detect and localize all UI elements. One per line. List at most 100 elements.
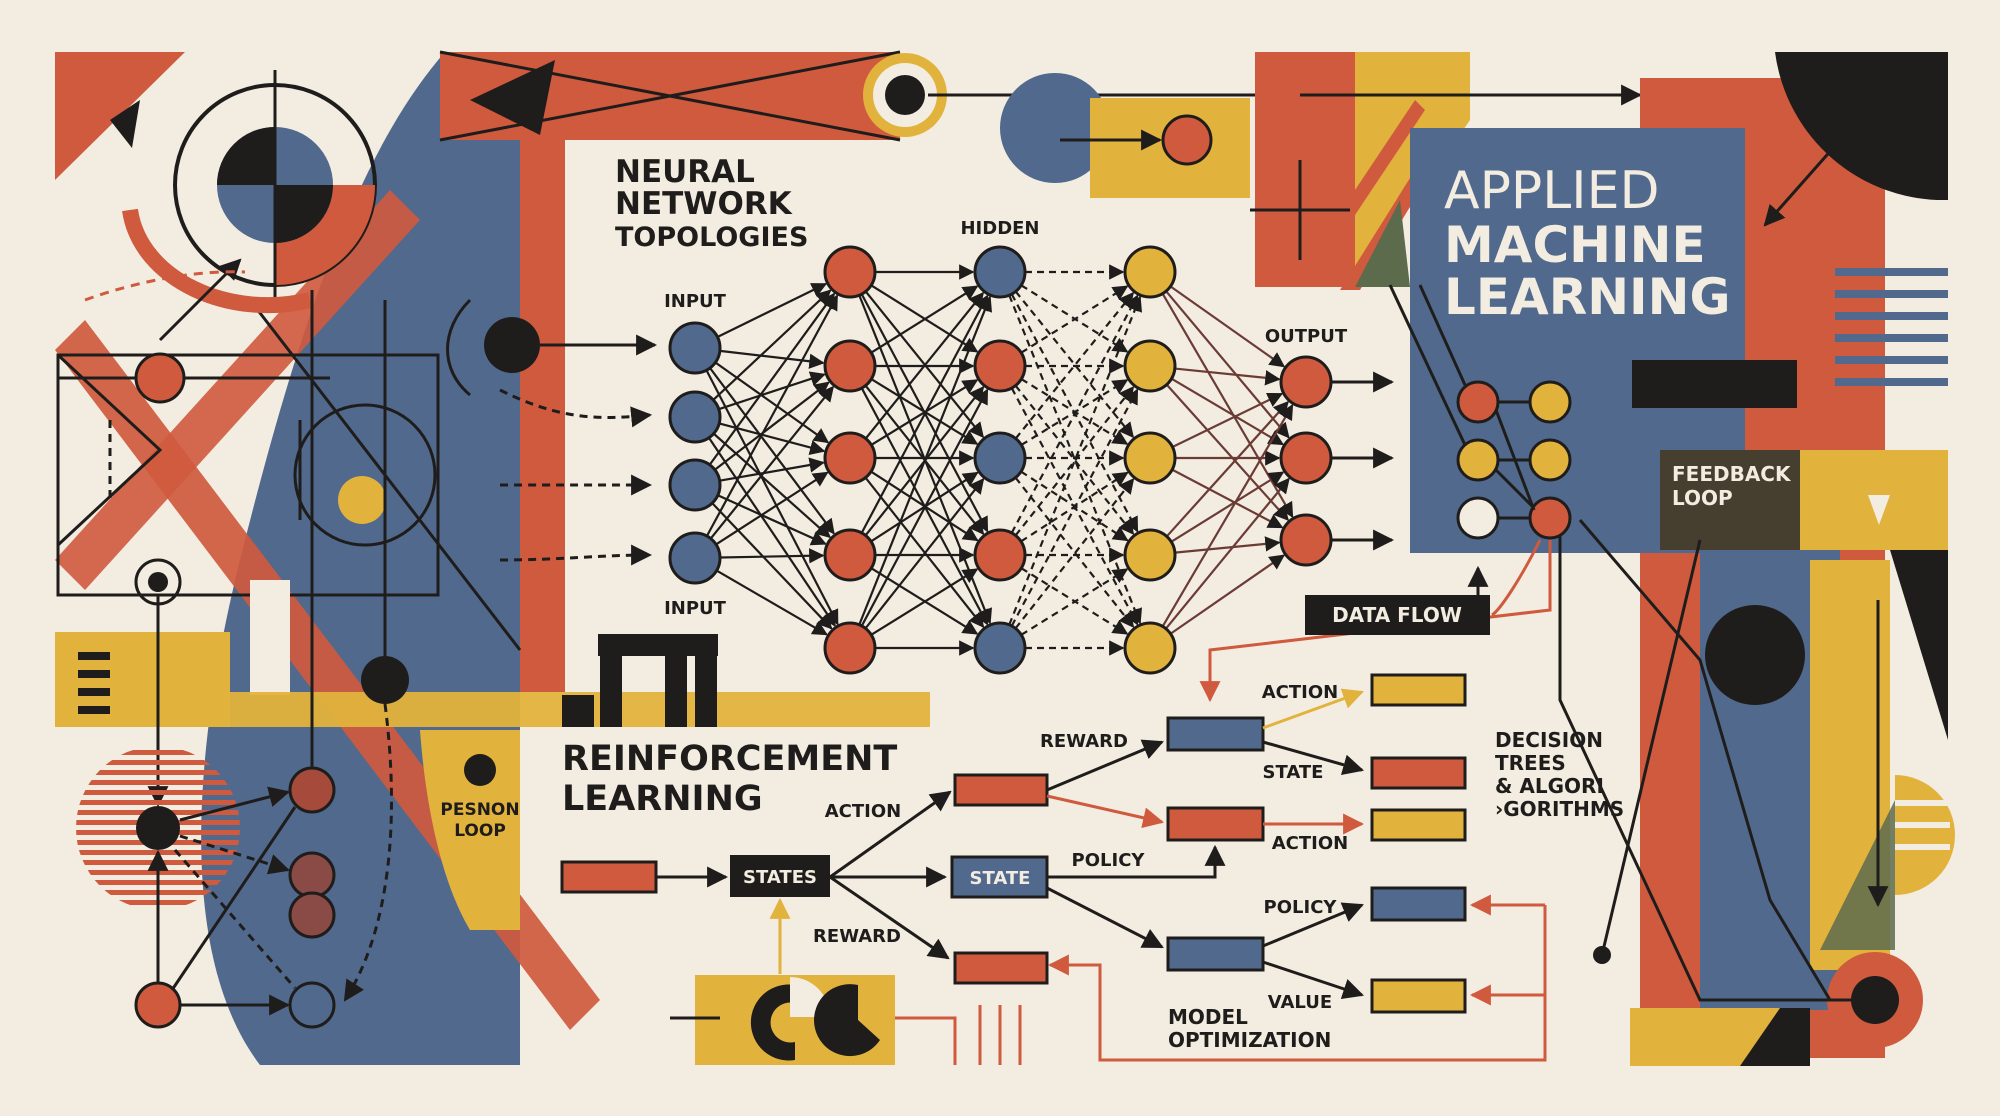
hidden3-node xyxy=(1123,528,1177,582)
network-edge xyxy=(709,367,835,535)
hidden1-node xyxy=(823,339,877,393)
hidden1-node xyxy=(823,621,877,675)
title-learning: LEARNING xyxy=(1444,268,1731,326)
rl-input-box xyxy=(560,860,658,894)
half-disc-stripes xyxy=(1895,775,1955,895)
left-composition xyxy=(55,52,930,1065)
reward-label-bottom: REWARD xyxy=(813,926,901,947)
hidden1-node xyxy=(823,431,877,485)
red-diagonal-band-2 xyxy=(55,190,420,590)
hidden1-node xyxy=(823,245,877,299)
output-label: OUTPUT xyxy=(1265,326,1348,347)
network-edge xyxy=(1014,476,1135,629)
network-edge xyxy=(1008,294,1143,625)
network-edge xyxy=(719,349,825,369)
cream-vertical-block xyxy=(250,580,290,695)
states-box xyxy=(730,855,830,897)
network-edge xyxy=(870,379,979,446)
output-node xyxy=(1279,513,1333,567)
small-dark-triangle xyxy=(110,100,140,148)
network-edge xyxy=(1169,554,1286,635)
rl-reward-box-top xyxy=(953,773,1049,807)
title-rl-learning: LEARNING xyxy=(562,779,763,819)
network-edge xyxy=(864,477,985,630)
network-edge xyxy=(1010,294,1139,534)
input-label-top: INPUT xyxy=(664,291,727,312)
network-edge xyxy=(1174,536,1281,554)
input-label-bottom: INPUT xyxy=(664,598,727,619)
title-reinforcement: REINFORCEMENT xyxy=(562,739,897,779)
dark-junction xyxy=(361,656,409,704)
state-label: STATE xyxy=(970,868,1031,889)
decision-trees-line3: & ALGORI xyxy=(1495,774,1604,798)
policy-label-right: POLICY xyxy=(1264,897,1338,918)
target-inner-dark-2 xyxy=(275,185,333,243)
pesnon-line1: PESNON xyxy=(440,800,519,820)
output-node xyxy=(1279,355,1333,409)
network-edge xyxy=(712,432,831,539)
input-node xyxy=(668,321,722,375)
loop-node-b xyxy=(288,851,336,899)
rl-right-box-4 xyxy=(1370,886,1467,922)
input-node xyxy=(668,390,722,444)
rl-right-box-5 xyxy=(1370,978,1467,1014)
network-edge xyxy=(719,457,825,482)
output-node xyxy=(1279,431,1333,485)
loop-node-c xyxy=(288,891,336,939)
decision-trees-line4: ›GORITHMS xyxy=(1495,797,1624,821)
data-flow-box xyxy=(1305,595,1490,635)
network-edge xyxy=(1010,388,1139,627)
network-edge xyxy=(1170,377,1285,446)
input-node xyxy=(668,458,722,512)
network-edge xyxy=(1020,379,1129,446)
rl-right-box-1 xyxy=(1370,673,1467,707)
network-edge xyxy=(870,568,979,636)
decision-trees-line1: DECISION xyxy=(1495,728,1603,752)
text-labels: NEURAL NETWORK TOPOLOGIES INPUT INPUT HI… xyxy=(440,154,1792,1052)
loop-node-a xyxy=(288,766,336,814)
red-vertical-bar xyxy=(520,52,565,692)
eye-yellow-dot xyxy=(338,476,386,524)
network-edge xyxy=(1165,477,1290,630)
network-edge xyxy=(712,289,832,401)
data-flow-label: DATA FLOW xyxy=(1332,603,1462,627)
rl-mid-box-top xyxy=(1166,716,1265,752)
rl-logo-bar-2 xyxy=(600,638,622,727)
network-output-arrows xyxy=(1332,371,1395,551)
model-optimization-line2: OPTIMIZATION xyxy=(1168,1028,1331,1052)
network-edge xyxy=(716,282,828,338)
rl-right-box-3 xyxy=(1370,808,1467,842)
hidden1-node xyxy=(823,528,877,582)
top-banners xyxy=(439,50,1643,290)
yellow-loop-panel xyxy=(420,730,520,930)
network-edge xyxy=(864,291,985,440)
loop-node-d xyxy=(288,981,336,1029)
action-label-left: ACTION xyxy=(825,801,901,822)
network-edge xyxy=(1169,285,1286,368)
state-box xyxy=(950,855,1049,899)
rl-flow-diagram xyxy=(560,595,1547,1065)
top-blue-circle xyxy=(1000,73,1110,183)
loop-hub xyxy=(136,806,180,850)
network-edge xyxy=(719,548,825,564)
hidden2-node xyxy=(973,621,1027,675)
right-composition xyxy=(1199,52,1955,1066)
network-edge xyxy=(705,294,839,537)
top-red-block xyxy=(1255,52,1355,287)
network-edge xyxy=(1174,367,1281,386)
network-edge xyxy=(1014,385,1135,537)
reward-label-top: REWARD xyxy=(1040,731,1128,752)
left-red-node xyxy=(134,352,186,404)
feedback-loop-line1: FEEDBACK xyxy=(1672,462,1792,486)
network-edge xyxy=(1014,477,1135,630)
title-machine: MACHINE xyxy=(1444,216,1706,274)
hidden3-node xyxy=(1123,339,1177,393)
network-edge xyxy=(1161,403,1294,627)
network-edge xyxy=(1171,392,1284,449)
hidden3-node xyxy=(1123,621,1177,675)
right-dark-circle xyxy=(1705,605,1805,705)
network-edge xyxy=(705,369,839,626)
rl-logo-bar-5 xyxy=(695,650,717,727)
